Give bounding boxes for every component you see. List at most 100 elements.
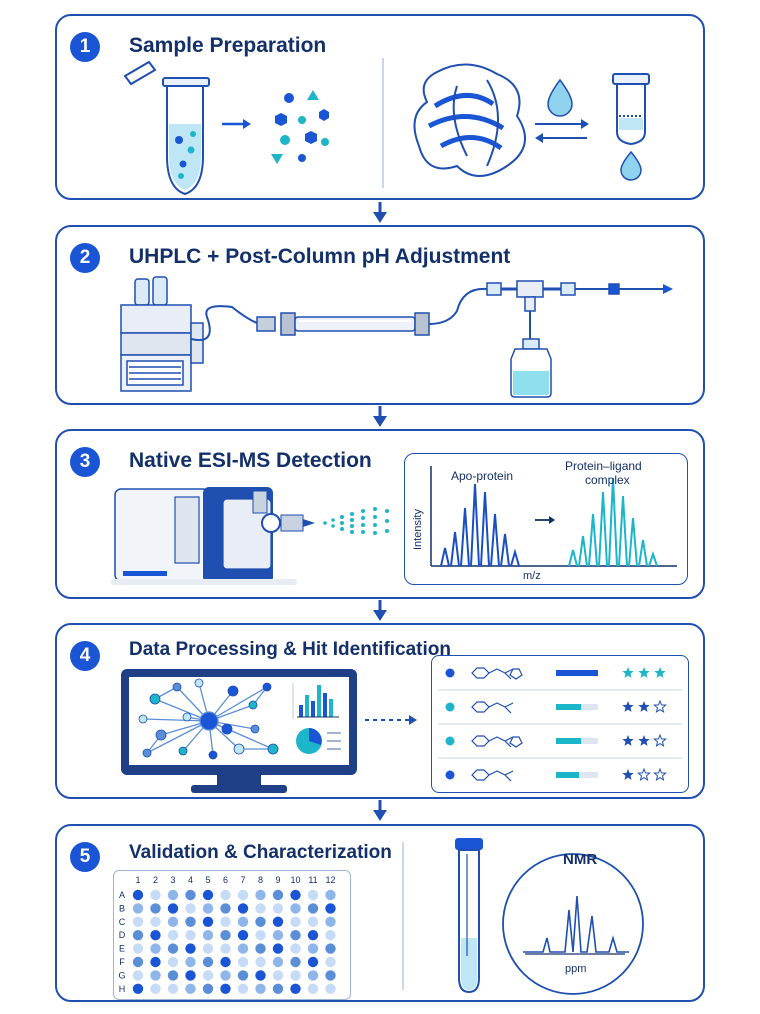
well bbox=[325, 970, 336, 981]
nmr-label: NMR bbox=[563, 851, 597, 868]
apo-peak bbox=[460, 507, 470, 567]
network-node bbox=[178, 746, 188, 756]
well bbox=[150, 930, 161, 941]
spectrum-plot: Intensity m/z Apo-protein Protein–ligand… bbox=[412, 459, 677, 582]
well bbox=[220, 930, 231, 941]
well bbox=[272, 903, 284, 914]
ppm-label: ppm bbox=[565, 963, 586, 975]
well bbox=[307, 903, 319, 914]
well bbox=[167, 916, 179, 927]
uhplc-illustration bbox=[120, 276, 673, 398]
uhplc-instrument-icon bbox=[120, 276, 204, 392]
well bbox=[150, 889, 161, 901]
complex-peak bbox=[588, 513, 598, 567]
well bbox=[255, 970, 266, 981]
star-empty-icon bbox=[653, 699, 667, 714]
step-4-badge: 4 bbox=[70, 641, 100, 671]
well bbox=[202, 930, 214, 941]
well bbox=[325, 956, 336, 968]
arrow-right-icon bbox=[535, 516, 555, 524]
star-filled-icon bbox=[622, 667, 634, 678]
plate-column-label: 10 bbox=[290, 875, 300, 885]
sample-prep-illustration bbox=[123, 58, 650, 196]
apo-peak bbox=[480, 491, 490, 567]
apo-peak bbox=[470, 483, 480, 567]
well bbox=[307, 943, 319, 954]
complex-peak bbox=[638, 539, 648, 567]
network-node bbox=[248, 700, 258, 710]
well bbox=[290, 956, 301, 968]
network-node bbox=[250, 724, 260, 734]
step-2-panel: 2 UHPLC + Post-Column pH Adjustment bbox=[55, 225, 705, 405]
well bbox=[132, 889, 144, 901]
well bbox=[307, 983, 319, 994]
well bbox=[307, 970, 319, 981]
network-hub bbox=[199, 711, 219, 731]
centrifuge-tube-icon bbox=[123, 60, 210, 196]
well bbox=[202, 889, 214, 901]
flow-arrow-2-3 bbox=[373, 406, 387, 427]
well bbox=[325, 930, 336, 941]
well bbox=[167, 903, 179, 914]
apo-peak bbox=[510, 548, 520, 567]
step-3-title: Native ESI-MS Detection bbox=[129, 449, 372, 472]
flow-arrow-3-4 bbox=[373, 600, 387, 621]
well bbox=[150, 970, 161, 981]
well bbox=[185, 903, 196, 914]
tubing bbox=[190, 305, 258, 341]
complex-peak bbox=[608, 477, 618, 567]
well bbox=[167, 970, 179, 981]
network-node bbox=[149, 693, 161, 705]
plate-column-label: 8 bbox=[258, 875, 263, 885]
well bbox=[290, 903, 301, 914]
well bbox=[220, 956, 231, 968]
star-filled-icon bbox=[622, 701, 634, 712]
well bbox=[255, 943, 266, 954]
well bbox=[307, 916, 319, 927]
plate-column-label: 5 bbox=[205, 875, 210, 885]
well bbox=[132, 930, 144, 941]
spectrum-box: Intensity m/z Apo-protein Protein–ligand… bbox=[404, 453, 688, 585]
well bbox=[255, 903, 266, 914]
well bbox=[132, 943, 144, 954]
well bbox=[237, 970, 249, 981]
network-node bbox=[155, 729, 167, 741]
well bbox=[220, 943, 231, 954]
well bbox=[237, 943, 249, 954]
step-3-panel: 3 Native ESI-MS Detection bbox=[55, 429, 705, 599]
star-filled-icon bbox=[622, 769, 634, 780]
dashed-arrow-icon bbox=[365, 715, 417, 725]
well bbox=[290, 889, 301, 901]
electrospray-plume-icon bbox=[323, 507, 389, 535]
plate-column-label: 2 bbox=[153, 875, 158, 885]
star-filled-icon bbox=[638, 735, 650, 746]
well bbox=[150, 903, 161, 914]
plate-column-label: 3 bbox=[170, 875, 175, 885]
tee-mixer-icon bbox=[486, 280, 667, 339]
well bbox=[237, 930, 249, 941]
step-2-badge: 2 bbox=[70, 243, 100, 273]
plate-column-label: 12 bbox=[325, 875, 335, 885]
y-axis-label: Intensity bbox=[412, 509, 424, 550]
star-empty-icon bbox=[637, 767, 651, 782]
network-node bbox=[267, 743, 279, 755]
plate-row-label: C bbox=[119, 917, 126, 927]
well bbox=[167, 943, 179, 954]
well bbox=[167, 956, 179, 968]
well bbox=[272, 916, 284, 927]
well bbox=[325, 916, 336, 927]
hit-list-rows bbox=[438, 667, 682, 782]
well bbox=[272, 983, 284, 994]
star-empty-icon bbox=[653, 733, 667, 748]
well bbox=[255, 889, 266, 901]
well bbox=[325, 889, 336, 901]
well bbox=[220, 889, 231, 901]
hit-dot bbox=[445, 668, 455, 678]
well bbox=[185, 943, 196, 954]
well bbox=[307, 889, 319, 901]
network-node bbox=[227, 685, 239, 697]
nmr-tube-icon bbox=[455, 838, 483, 994]
well bbox=[325, 943, 336, 954]
compound-library-icon bbox=[271, 90, 329, 164]
star-filled-icon bbox=[622, 735, 634, 746]
